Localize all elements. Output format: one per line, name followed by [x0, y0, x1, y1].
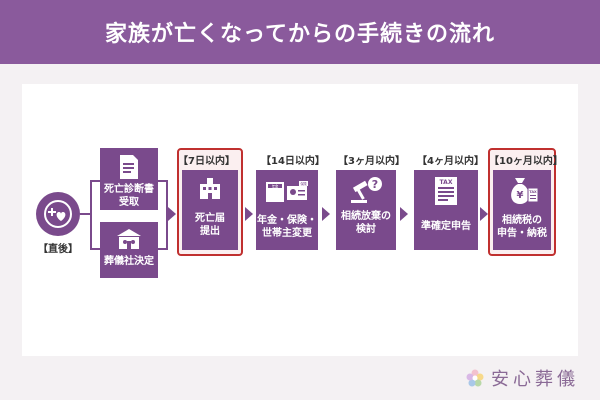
connector [90, 180, 92, 250]
logo-text: 安心葬儀 [491, 369, 579, 390]
deadline-tag: 【10ヶ月以内】 [489, 156, 563, 167]
arrow-connector [322, 207, 330, 221]
step-inheritance-tax: ¥ TAX 相続税の 申告・納税 [493, 170, 551, 250]
step-quasi-tax-return: TAX 準確定申告 [414, 170, 478, 250]
tax-text: TAX [440, 179, 453, 186]
pension-text: 年金 [272, 183, 279, 188]
heart-plus-icon [44, 200, 72, 228]
tax-text: TAX [529, 190, 537, 194]
deadline-tag: 【4ヶ月以内】 [417, 156, 484, 167]
step-label: 相続税の 申告・納税 [497, 215, 547, 239]
arrow-connector [168, 207, 176, 221]
step-label: 葬儀社決定 [104, 256, 154, 267]
tax-form-icon: TAX [435, 177, 457, 205]
connector [166, 180, 168, 250]
gavel-icon: ? [351, 177, 382, 203]
deadline-tag: 【7日以内】 [178, 156, 235, 167]
connector [80, 213, 90, 215]
step-inheritance-renunciation: ? 相続放棄の 検討 [336, 170, 396, 250]
step-funeral-company: 葬儀社決定 [100, 222, 158, 278]
step-pension-insurance: 年金 保険 年金・保険・ 世帯主変更 [256, 170, 318, 250]
page-title: 家族が亡くなってからの手続きの流れ [105, 22, 495, 47]
deadline-tag: 【14日以内】 [261, 156, 325, 167]
yen-text: ¥ [517, 190, 524, 201]
funeral-hall-icon [117, 229, 141, 249]
connector [158, 248, 168, 250]
step-label: 死亡届 提出 [195, 213, 225, 237]
document-icon [120, 155, 138, 179]
city-hall-icon [200, 178, 220, 199]
connector [90, 248, 100, 250]
step-label: 年金・保険・ 世帯主変更 [257, 215, 317, 239]
step-label: 相続放棄の 検討 [341, 211, 391, 235]
arrow-connector [480, 207, 488, 221]
connector [158, 180, 168, 182]
arrow-connector [400, 207, 408, 221]
deadline-tag: 【3ヶ月以内】 [338, 156, 405, 167]
step-label: 準確定申告 [421, 221, 471, 232]
start-node [36, 192, 80, 236]
arrow-connector [245, 207, 253, 221]
insurance-text: 保険 [300, 181, 307, 186]
step-death-notice: 死亡届 提出 [182, 170, 238, 250]
svg-text:?: ? [372, 178, 378, 191]
id-card-icon: 年金 保険 [266, 181, 308, 202]
header-bar: 家族が亡くなってからの手続きの流れ [0, 0, 600, 64]
brand-logo: 安心葬儀 [465, 365, 579, 391]
connector [90, 180, 100, 182]
flower-icon [466, 369, 484, 387]
step-death-certificate: 死亡診断書 受取 [100, 148, 158, 210]
step-label: 死亡診断書 受取 [104, 184, 154, 208]
start-label: 【直後】 [38, 244, 78, 255]
money-bag-icon: ¥ TAX [511, 178, 539, 204]
